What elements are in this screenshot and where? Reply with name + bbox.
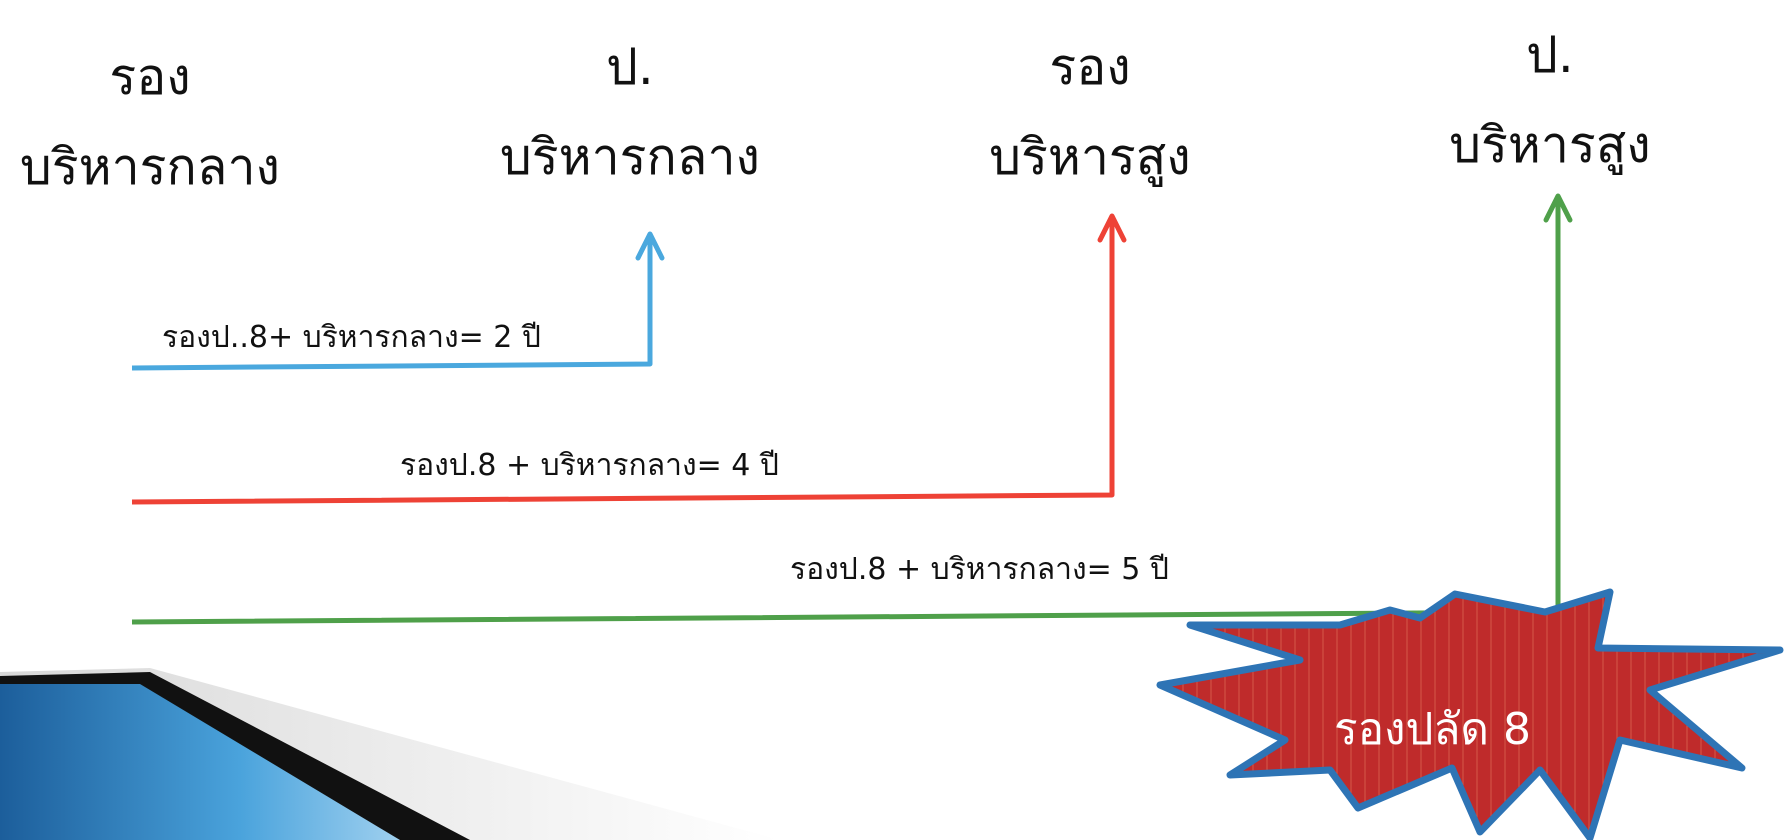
path-blue — [131, 231, 665, 371]
heading-line2: บริหารกลาง — [500, 128, 760, 186]
path-blue-label: รองป..8+ บริหารกลาง= 2 ปี — [162, 320, 541, 355]
path-red-label: รองป.8 + บริหารกลาง= 4 ปี — [400, 448, 779, 483]
path-blue-line — [131, 238, 653, 371]
heading-deputy-middle-exec: รอง บริหารกลาง — [0, 52, 300, 192]
path-green-arrowhead — [1543, 193, 1573, 223]
starburst-badge — [1156, 588, 1784, 840]
heading-line1: ป. — [606, 38, 654, 96]
heading-line1: รอง — [1049, 38, 1131, 96]
heading-line1: ป. — [1526, 26, 1574, 84]
heading-director-senior-exec: ป. บริหารสูง — [1400, 30, 1700, 170]
heading-line1: รอง — [109, 48, 191, 106]
path-blue-arrowhead — [635, 231, 665, 261]
heading-line2: บริหารสูง — [1449, 116, 1651, 174]
decorative-swoosh — [0, 668, 780, 840]
path-green-label: รองป.8 + บริหารกลาง= 5 ปี — [790, 552, 1169, 587]
heading-deputy-senior-exec: รอง บริหารสูง — [940, 42, 1240, 182]
badge-label: รองปลัด 8 — [1334, 704, 1531, 755]
path-red — [131, 213, 1127, 505]
heading-director-middle-exec: ป. บริหารกลาง — [470, 42, 790, 182]
heading-line2: บริหารกลาง — [20, 138, 280, 196]
starburst-shape — [1156, 588, 1784, 840]
path-red-line — [131, 220, 1115, 505]
heading-line2: บริหารสูง — [989, 128, 1191, 186]
path-red-arrowhead — [1097, 213, 1127, 243]
